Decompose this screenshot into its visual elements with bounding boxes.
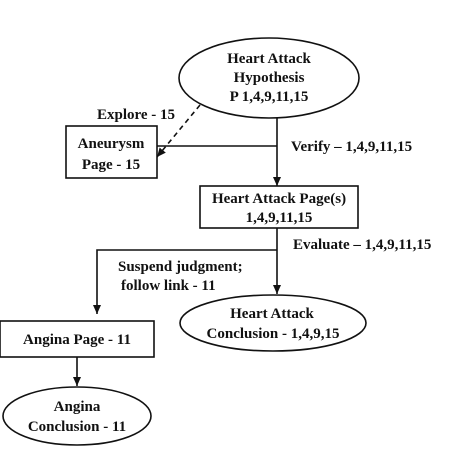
aneurysm-line-1: Aneurysm	[78, 136, 145, 152]
suspend-label-line-2: follow link - 11	[121, 278, 216, 294]
verify-label: Verify – 1,4,9,11,15	[291, 139, 412, 155]
angina-page-node: Angina Page - 11	[0, 320, 155, 358]
angina-conclusion-line-1: Angina	[54, 399, 101, 415]
angina-page-label: Angina Page - 11	[23, 332, 131, 348]
ha-conclusion-line-2: Conclusion - 1,4,9,15	[207, 326, 340, 342]
hypothesis-line-3: P 1,4,9,11,15	[230, 89, 309, 105]
heart-attack-conclusion-node: Heart Attack Conclusion - 1,4,9,15	[179, 294, 367, 352]
suspend-edge	[93, 249, 277, 314]
heart-attack-hypothesis-node: Heart Attack Hypothesis P 1,4,9,11,15	[178, 37, 360, 119]
heart-attack-pages-node: Heart Attack Page(s) 1,4,9,11,15	[199, 185, 359, 229]
hypothesis-line-2: Hypothesis	[234, 70, 305, 86]
angina-conclusion-line-2: Conclusion - 11	[28, 419, 126, 435]
aneurysm-page-node: Aneurysm Page - 15	[65, 125, 158, 179]
pages-line-2: 1,4,9,11,15	[246, 210, 313, 226]
explore-edge	[156, 104, 201, 158]
evaluate-label: Evaluate – 1,4,9,11,15	[293, 237, 431, 253]
pages-line-1: Heart Attack Page(s)	[212, 191, 346, 207]
aneurysm-line-2: Page - 15	[82, 157, 140, 173]
hypothesis-line-1: Heart Attack	[227, 51, 311, 67]
angina-conclusion-node: Angina Conclusion - 11	[2, 386, 152, 446]
explore-label: Explore - 15	[97, 107, 175, 123]
suspend-label-line-1: Suspend judgment;	[118, 259, 243, 275]
ha-conclusion-line-1: Heart Attack	[230, 306, 314, 322]
